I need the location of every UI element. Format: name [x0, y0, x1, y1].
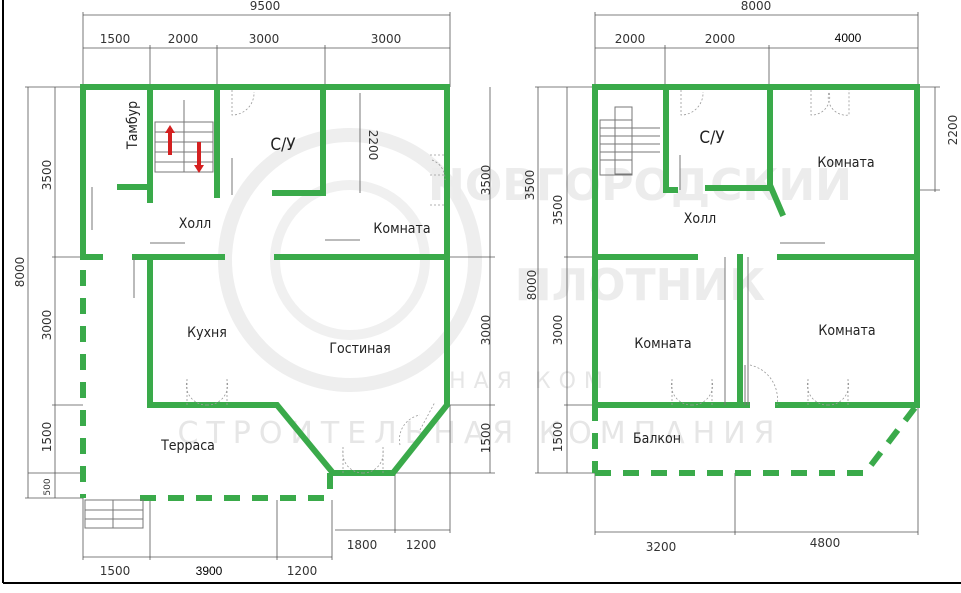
upper-room-label-room: Комната — [817, 155, 874, 171]
dim-bottom: 3900 — [196, 564, 223, 578]
upper-dim-bottom: 4800 — [810, 536, 841, 550]
dim-left: 500 — [43, 478, 53, 495]
dim-left: 1500 — [40, 422, 54, 453]
upper-walls — [592, 84, 920, 476]
room-label-wc: С/У — [270, 135, 296, 155]
dim-top: 2000 — [168, 32, 199, 46]
room-label-hall: Холл — [179, 216, 211, 232]
upper-dim-bottom: 3200 — [646, 540, 677, 554]
dim-total-width: 9500 — [250, 0, 281, 13]
upper-dim-top: 2000 — [705, 32, 736, 46]
upper-staircase — [599, 106, 660, 176]
room-label-room: Комната — [373, 221, 430, 237]
ground-floor-plan: Тамбур С/У Холл Комната Кухня Гостиная Т… — [13, 0, 495, 578]
upper-dim-left: 3000 — [551, 315, 565, 346]
upper-dim-total-width: 8000 — [741, 0, 772, 13]
dim-top: 3000 — [249, 32, 280, 46]
watermark-line3: СТРОИТЕЛЬНАЯ КОМПАНИЯ — [177, 416, 782, 451]
dim-right: 3500 — [479, 165, 493, 196]
room-label-tambur: Тамбур — [125, 101, 141, 150]
ground-walls — [80, 84, 450, 501]
dim-bottom: 1200 — [287, 564, 318, 578]
watermark-partial: НАЯ КОМ — [449, 369, 611, 394]
room-label-living: Гостиная — [329, 341, 390, 357]
upper-dim-left-inner: 3500 — [551, 195, 565, 226]
dim-total-depth: 8000 — [13, 257, 27, 288]
ground-staircase — [84, 100, 214, 529]
dim-bottom: 1500 — [100, 564, 131, 578]
upper-room-label-wc: С/У — [699, 128, 725, 148]
room-label-kitchen: Кухня — [187, 325, 227, 341]
upper-room-label-balcony: Балкон — [633, 431, 681, 447]
upper-floor-plan: С/У Комната Холл Комната Комната Балкон … — [523, 0, 960, 554]
dim-left: 3500 — [40, 160, 54, 191]
upper-dim-top: 4000 — [835, 31, 862, 45]
dim-right: 3000 — [479, 315, 493, 346]
dim-right: 1500 — [479, 423, 493, 454]
dim-top: 1500 — [100, 32, 131, 46]
dim-top: 3000 — [371, 32, 402, 46]
watermark-line1: НОВГОРОДСКИЙ — [428, 158, 852, 211]
upper-dim-left: 3500 — [523, 170, 537, 201]
upper-dim-right: 2200 — [946, 115, 960, 146]
ground-dimension-lines — [25, 12, 495, 560]
upper-doors — [671, 90, 850, 406]
dim-left: 3000 — [40, 310, 54, 341]
ground-doors — [91, 90, 446, 474]
room-label-terrace: Терраса — [160, 438, 215, 454]
upper-room-label-hall: Холл — [684, 211, 716, 227]
upper-dim-top: 2000 — [615, 32, 646, 46]
upper-room-label-room: Комната — [634, 336, 691, 352]
watermark-line2: ПЛОТНИК — [515, 260, 765, 311]
dim-bay: 1800 — [347, 538, 378, 552]
upper-dim-total-depth: 8000 — [525, 270, 539, 301]
upper-room-label-room: Комната — [818, 323, 875, 339]
upper-dimension-lines — [535, 12, 940, 535]
dim-bay: 1200 — [406, 538, 437, 552]
dim-room-2200: 2200 — [366, 130, 380, 161]
upper-dim-left: 1500 — [551, 422, 565, 453]
